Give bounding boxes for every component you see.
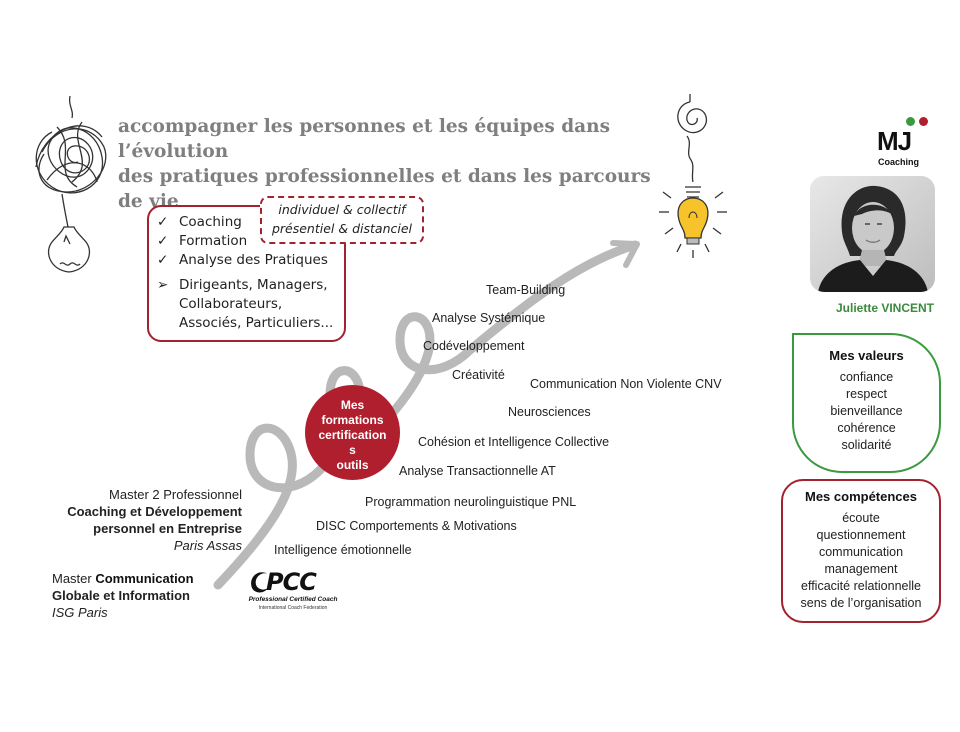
master2-title: Master 2 Professionnel [109,487,242,502]
competence-item: communication [818,545,904,559]
check-icon: ✓ [157,233,169,249]
skill-item: Communication Non Violente CNV [530,377,722,391]
circle-line-2: formations [321,413,384,427]
offer-item-label: Formation [179,233,248,249]
circle-line-5: outils [336,458,369,472]
green-dot-icon [906,117,915,126]
skill-item: Neurosciences [508,405,591,419]
values-title: Mes valeurs [829,348,904,363]
offer-item-label: Coaching [179,214,242,230]
modes-box: individuel & collectif présentiel & dist… [260,196,424,244]
skill-item: Créativité [452,368,505,382]
skill-item: Team-Building [486,283,566,297]
competence-item: management [824,562,898,576]
logo-letters: MJ [877,126,912,156]
master-subject-1: Communication [95,571,194,586]
portrait-photo [810,176,935,292]
headline-line-1: accompagner les personnes et les équipes… [118,116,611,162]
value-item: respect [846,387,887,401]
education-master: Master Communication Globale et Informat… [52,570,232,621]
mj-coaching-logo: MJ Coaching [875,116,935,176]
value-item: confiance [839,370,894,384]
audience-line-2: Collaborateurs, [179,296,283,312]
offer-audience: ➢ Dirigeants, Managers, Collaborateurs, … [157,276,344,333]
offer-item-formation: ✓ Formation [157,232,344,251]
master-subject-2: Globale et Information [52,588,190,603]
pcc-logo: PCC Professional Certified Coach Interna… [248,568,338,618]
skill-item: DISC Comportements & Motivations [316,519,517,533]
competence-item: sens de l’organisation [800,596,922,610]
offer-item-coaching: ✓ Coaching [157,213,344,232]
competence-item: questionnement [816,528,906,542]
values-list: confiance respect bienveillance cohérenc… [794,369,939,454]
competences-box: Mes compétences écoute questionnement co… [781,479,941,623]
competence-item: efficacité relationnelle [801,579,921,593]
check-icon: ✓ [157,252,169,268]
lit-bulb-icon [659,94,727,258]
circle-line-1: Mes [340,398,365,412]
skill-item: Analyse Transactionnelle AT [399,464,556,478]
check-icon: ✓ [157,214,169,230]
master2-subject-1: Coaching et Développement [67,504,242,519]
logo-sub: Coaching [878,157,920,167]
competences-title: Mes compétences [805,489,917,504]
modes-line-2: présentiel & distanciel [271,221,413,236]
master2-school: Paris Assas [173,538,242,553]
skill-item: Codéveloppement [423,339,525,353]
competences-list: écoute questionnement communication mana… [783,510,939,612]
offer-item-label: Analyse des Pratiques [179,252,328,268]
tangled-bulb-icon [35,95,107,273]
audience-line-3: Associés, Particuliers... [179,315,334,331]
value-item: solidarité [841,438,892,452]
skill-item: Analyse Systémique [432,311,546,325]
audience-line-1: Dirigeants, Managers, [179,277,328,293]
master-prefix: Master [52,571,96,586]
red-dot-icon [919,117,928,126]
competence-item: écoute [842,511,880,525]
skill-item: Programmation neurolinguistique PNL [365,495,577,509]
arrow-bullet-icon: ➢ [157,277,169,293]
values-box: Mes valeurs confiance respect bienveilla… [792,333,941,473]
offer-item-analyse: ✓ Analyse des Pratiques [157,251,344,270]
value-item: bienveillance [830,404,903,418]
person-name: Juliette VINCENT [835,301,934,315]
pcc-org: International Coach Federation [258,605,328,611]
value-item: cohérence [837,421,896,435]
circle-line-3: certification [318,428,387,442]
master-school: ISG Paris [52,605,108,620]
pcc-swirl-icon [251,572,268,593]
master2-subject-2: personnel en Entreprise [93,521,242,536]
pcc-mark: PCC [266,568,317,596]
skill-item: Intelligence émotionnelle [274,543,412,557]
circle-line-4: s [349,443,356,457]
modes-line-1: individuel & collectif [278,202,406,217]
education-master2: Master 2 Professionnel Coaching et Dével… [40,486,242,554]
trainings-circle: Mes formations certification s outils [305,385,400,480]
pcc-subtitle: Professional Certified Coach [248,596,338,603]
skill-item: Cohésion et Intelligence Collective [418,435,610,449]
